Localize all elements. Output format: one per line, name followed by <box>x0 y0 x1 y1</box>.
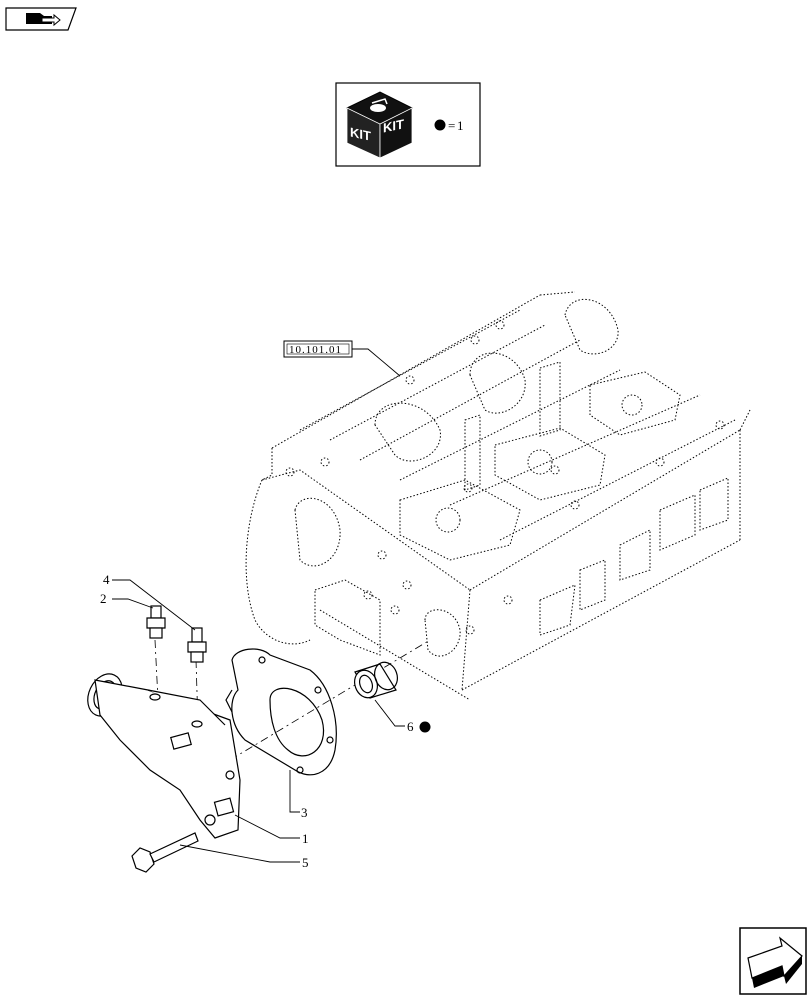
callout-2: 2 <box>100 591 107 606</box>
book-arrow-icon[interactable] <box>5 7 77 31</box>
kit-box-icon: KIT KIT <box>345 91 414 159</box>
kit-right-label: KIT <box>383 116 404 135</box>
part-3-gasket[interactable] <box>225 648 337 776</box>
kit-legend: KIT KIT = 1 <box>335 82 481 167</box>
part-2-sensor[interactable] <box>146 605 166 639</box>
callout-3: 3 <box>301 805 308 820</box>
engine-block-phantom <box>245 291 751 701</box>
kit-left-label: KIT <box>350 125 371 144</box>
part-1-thermostat-housing[interactable] <box>81 668 241 839</box>
leader-6 <box>374 699 405 727</box>
leader-2 <box>112 598 154 609</box>
leader-5 <box>179 844 300 863</box>
part-5-bolt[interactable] <box>131 832 199 873</box>
leader-3 <box>289 770 300 813</box>
callout-4: 4 <box>103 572 110 587</box>
callout-5: 5 <box>302 855 309 870</box>
reference-tag[interactable]: 10.101.01 <box>283 340 401 377</box>
leader-4 <box>112 579 196 631</box>
kit-marker-dot-6 <box>419 721 431 733</box>
leader-lines <box>112 579 405 863</box>
next-page-arrow-icon[interactable] <box>739 927 807 995</box>
reference-label: 10.101.01 <box>289 344 342 356</box>
callout-1: 1 <box>302 831 309 846</box>
part-6-sleeve[interactable] <box>351 659 401 701</box>
kit-quantity: 1 <box>457 118 464 133</box>
part-4-sensor[interactable] <box>187 627 207 663</box>
callout-6: 6 <box>407 719 414 734</box>
leader-1 <box>234 814 300 839</box>
callout-labels: 4 2 3 1 5 6 <box>100 572 431 870</box>
kit-equals: = <box>448 118 455 133</box>
kit-marker-dot <box>434 119 446 131</box>
